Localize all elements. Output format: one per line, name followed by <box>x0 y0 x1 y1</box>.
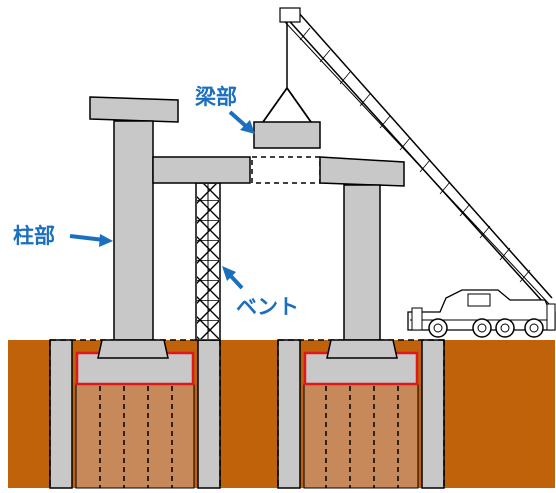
left-column-base <box>97 339 169 359</box>
column-label-arrow <box>69 234 113 247</box>
right-caisson-wall-outer-left <box>277 339 301 489</box>
bent-tower <box>195 182 221 341</box>
beam-label-arrow <box>228 110 255 134</box>
right-beam-arm <box>319 156 405 187</box>
left-pile-zone <box>75 383 195 489</box>
lifted-beam-assembly <box>253 87 321 149</box>
left-foundation <box>49 339 221 489</box>
right-column <box>319 156 405 359</box>
sling <box>262 87 312 123</box>
right-caisson-wall-outer-right <box>421 339 445 489</box>
beam-gap-dashed <box>251 156 321 184</box>
bent-label: ベント <box>236 295 299 319</box>
ground-right-strip <box>455 340 555 488</box>
right-pile-zone <box>303 383 419 489</box>
column-label: 柱部 <box>13 224 55 248</box>
hanging-beam-segment <box>253 121 321 149</box>
bent-label-arrow <box>222 266 244 290</box>
right-column-base <box>326 339 398 359</box>
left-beam-arm <box>152 156 251 184</box>
right-column-shaft <box>343 184 381 341</box>
beam-label: 梁部 <box>194 85 237 109</box>
crane <box>279 7 556 338</box>
left-caisson-wall-outer-left <box>49 339 73 489</box>
left-column-cap-slab <box>89 96 179 123</box>
left-caisson-wall-outer-right <box>197 339 221 489</box>
left-column-shaft <box>113 120 154 341</box>
left-column <box>89 96 179 359</box>
